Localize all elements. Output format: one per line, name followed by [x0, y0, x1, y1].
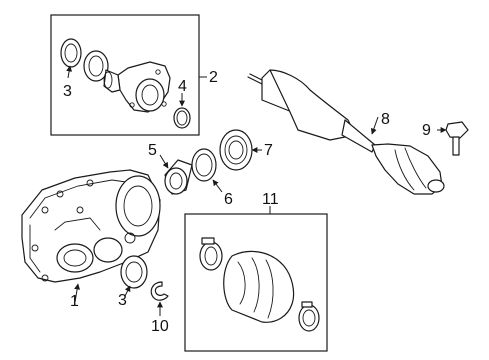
callout-9: 9: [422, 122, 431, 139]
seal-3-top[interactable]: [60, 38, 82, 79]
differential-housing-1[interactable]: [21, 169, 161, 303]
group-box-11: [184, 206, 328, 352]
callout-1: 1: [70, 293, 79, 310]
bearing-box[interactable]: [83, 50, 109, 82]
axle-shaft-8[interactable]: [247, 69, 445, 195]
shim-ring-6[interactable]: [191, 148, 223, 193]
callout-3-bottom: 3: [118, 292, 127, 309]
callout-5: 5: [148, 142, 157, 159]
callout-10: 10: [151, 318, 169, 335]
callout-7: 7: [264, 142, 273, 159]
callout-11: 11: [262, 191, 279, 208]
seal-3-bottom[interactable]: [120, 255, 148, 297]
seal-7[interactable]: [219, 129, 262, 171]
bearing-5[interactable]: [159, 154, 193, 195]
callout-6: 6: [224, 191, 233, 208]
o-ring-4[interactable]: [173, 93, 191, 129]
callout-8: 8: [381, 111, 390, 128]
callout-2: 2: [209, 69, 218, 86]
snap-ring-10[interactable]: [150, 281, 169, 316]
group-box-2: [50, 14, 207, 136]
callout-3-top: 3: [63, 83, 72, 100]
callout-4: 4: [178, 78, 187, 95]
bolt-9[interactable]: [437, 121, 469, 156]
flange-housing-2[interactable]: [103, 61, 171, 113]
boot-kit-11[interactable]: [199, 237, 320, 332]
